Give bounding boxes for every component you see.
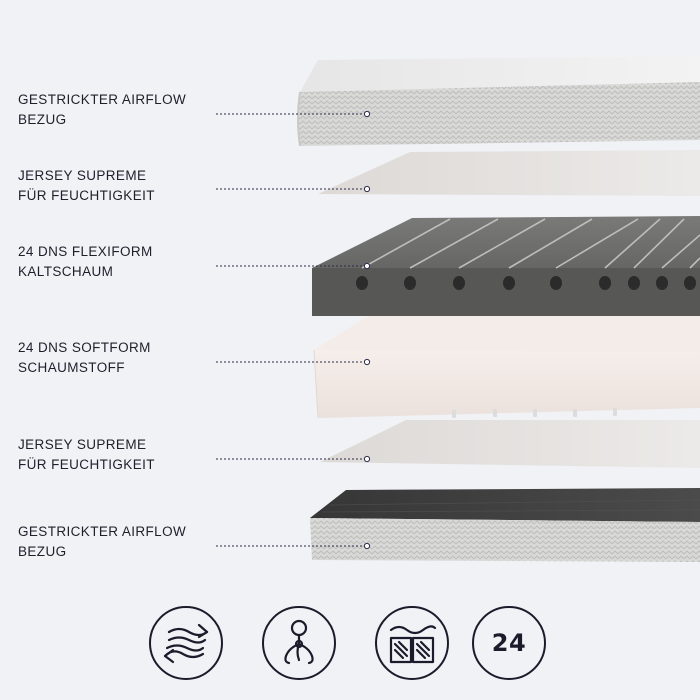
knit-cover-bottom-layer xyxy=(310,488,700,562)
label-softform-foam: 24 DNS Softform Schaumstoff xyxy=(18,338,151,378)
softform-foam-layer xyxy=(313,316,700,419)
jersey-top-layer xyxy=(318,150,700,196)
label-line-2: für Feuchtigkeit xyxy=(18,188,155,203)
label-line-2: Bezug xyxy=(18,112,67,127)
leader-dots xyxy=(363,110,371,550)
years-badge: 24 xyxy=(472,606,546,680)
label-line-1: Jersey Supreme xyxy=(18,437,147,452)
adaptive-comfort-icon xyxy=(262,606,336,680)
label-knit-cover-bottom: Gestrickter Airflow Bezug xyxy=(18,522,186,562)
jersey-bottom-layer xyxy=(320,420,700,468)
label-line-1: Jersey Supreme xyxy=(18,168,147,183)
label-line-1: 24 DNS Flexiform xyxy=(18,244,153,259)
label-line-1: Gestrickter Airflow xyxy=(18,92,187,107)
flexiform-foam-layer xyxy=(312,216,700,316)
knit-cover-top-layer xyxy=(297,56,700,147)
feature-icons-row: 24 xyxy=(0,606,700,700)
label-jersey-bottom: Jersey Supreme für Feuchtigkeit xyxy=(18,435,155,475)
airflow-icon xyxy=(149,606,223,680)
label-line-2: für Feuchtigkeit xyxy=(18,457,155,472)
label-knit-cover-top: Gestrickter Airflow Bezug xyxy=(18,90,186,130)
open-book-icon xyxy=(375,606,449,680)
label-line-2: Kaltschaum xyxy=(18,264,114,279)
label-line-2: Schaumstoff xyxy=(18,360,125,375)
label-flexiform-foam: 24 DNS Flexiform Kaltschaum xyxy=(18,242,153,282)
years-badge-text: 24 xyxy=(491,629,527,657)
label-line-1: Gestrickter Airflow xyxy=(18,524,187,539)
label-jersey-top: Jersey Supreme für Feuchtigkeit xyxy=(18,166,155,206)
label-line-2: Bezug xyxy=(18,544,67,559)
leader-lines xyxy=(216,113,364,547)
label-line-1: 24 DNS Softform xyxy=(18,340,151,355)
